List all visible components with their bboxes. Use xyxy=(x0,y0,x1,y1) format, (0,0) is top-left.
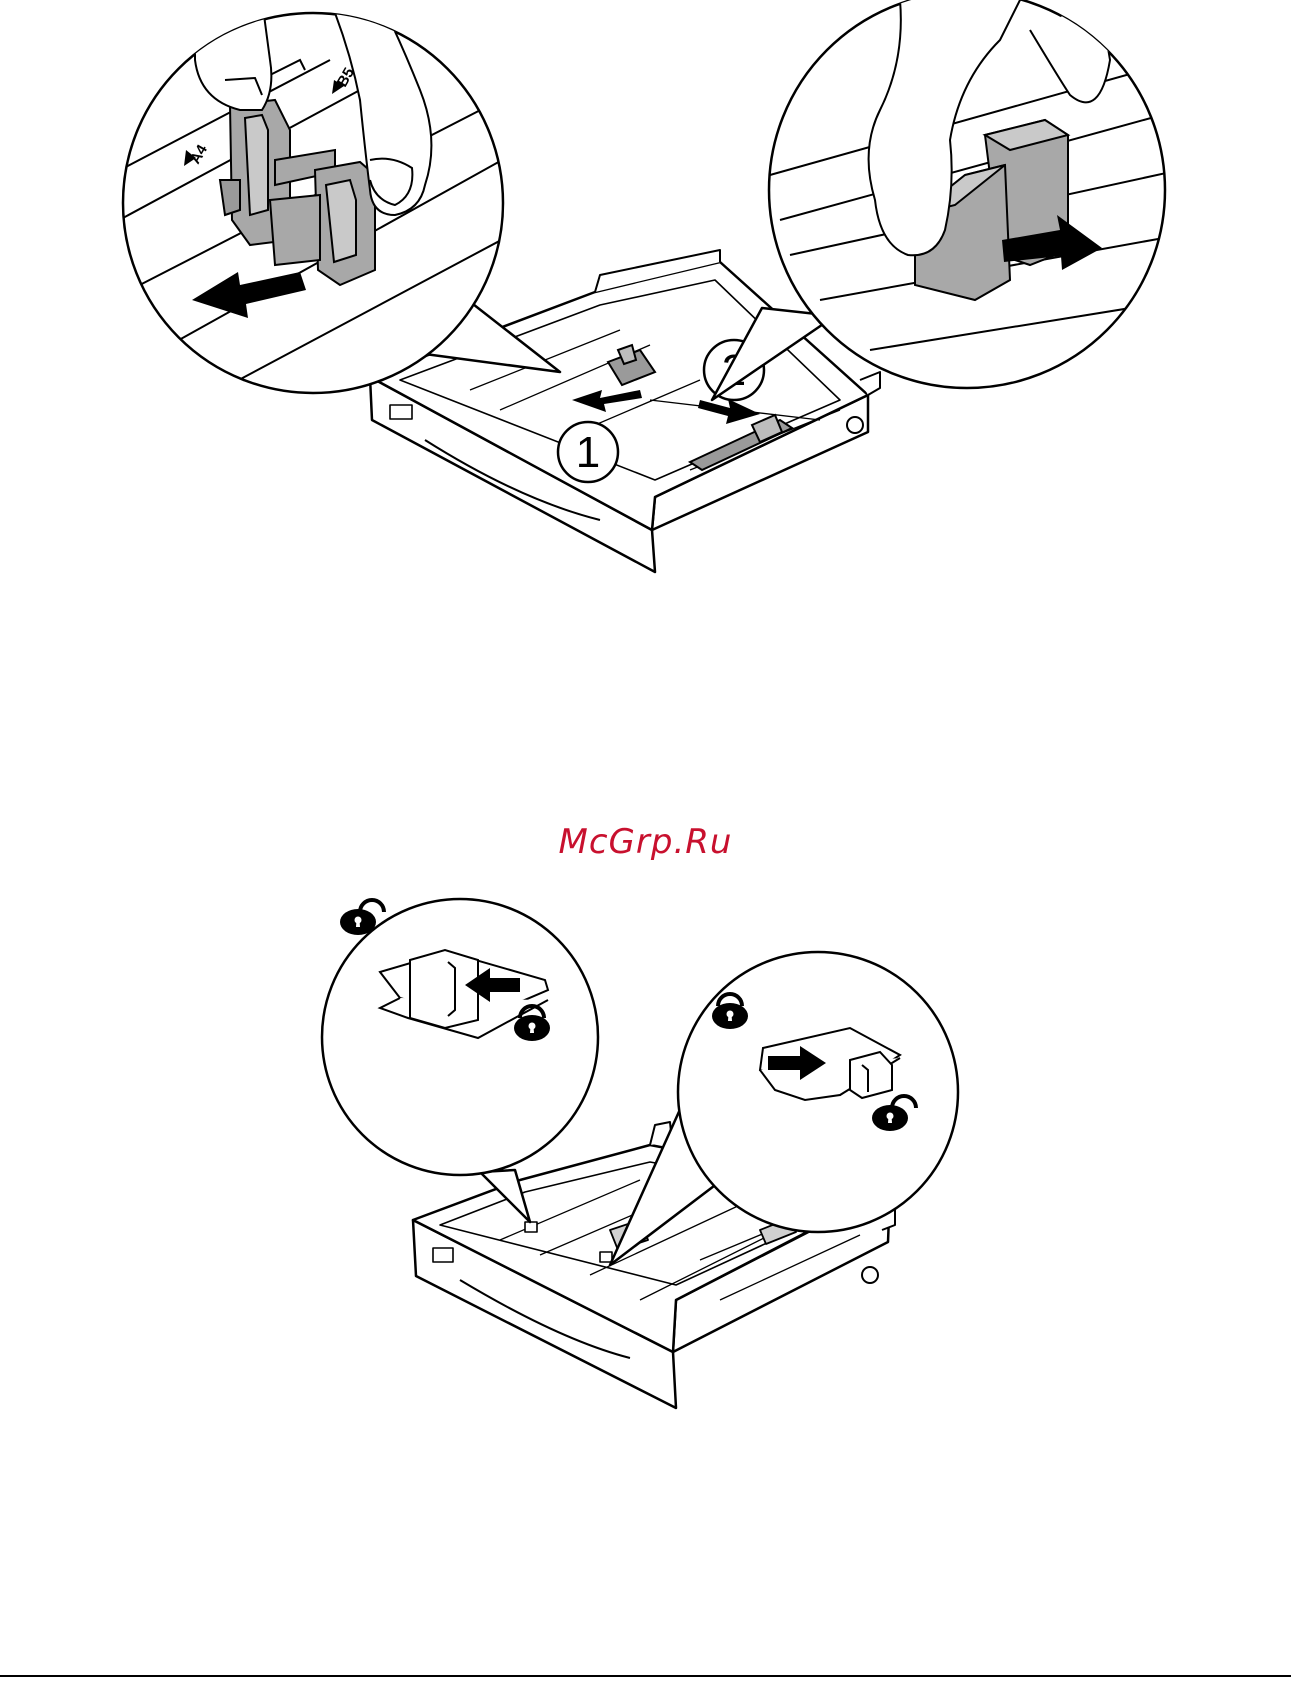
callout-1: 1 xyxy=(558,422,618,482)
tray-lock-illustration xyxy=(0,880,1291,1440)
right-inset xyxy=(712,0,1180,400)
page-bottom-rule xyxy=(0,1675,1291,1677)
watermark-text: McGrp.Ru xyxy=(0,822,1291,862)
callout-1-label: 1 xyxy=(576,428,600,477)
left-inset: A4 B5 xyxy=(110,0,560,393)
right-lock-inset xyxy=(610,952,958,1265)
tray-guides-illustration: 1 2 A4 B5 xyxy=(0,0,1291,600)
